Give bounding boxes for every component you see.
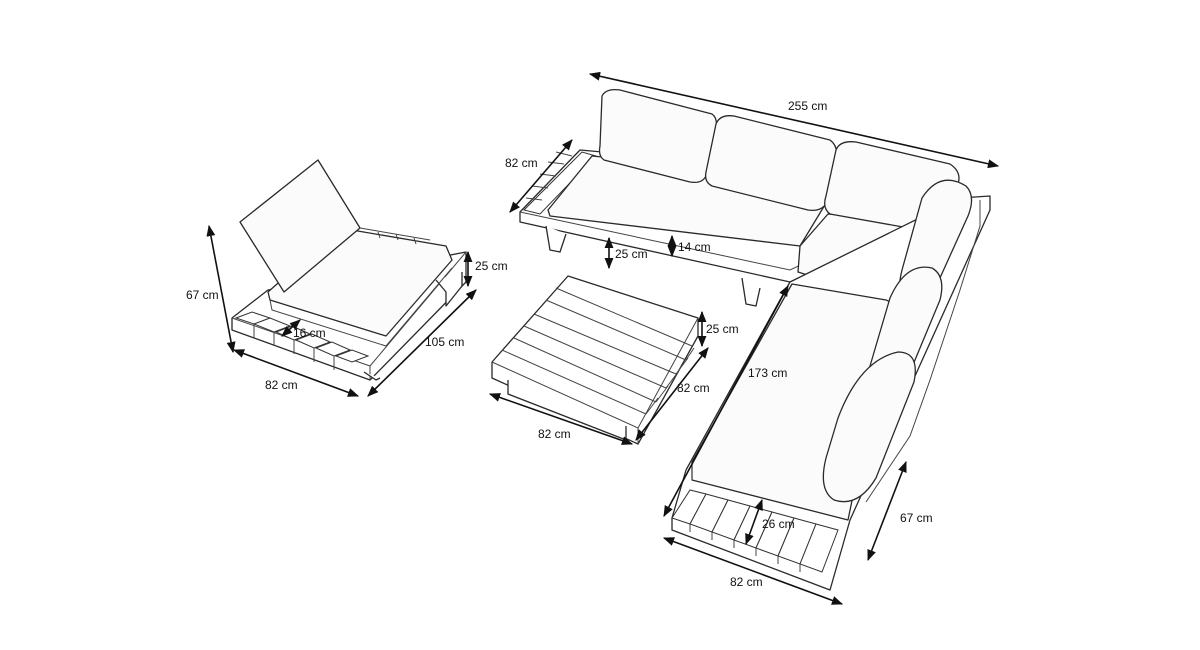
label-armchair-side: 16 cm <box>293 326 326 340</box>
label-chaise-shelf: 26 cm <box>762 517 795 531</box>
label-armchair-height: 67 cm <box>186 288 219 302</box>
label-armchair-depth: 105 cm <box>425 335 464 349</box>
dim-chaise-width <box>662 537 844 605</box>
label-chaise-height: 67 cm <box>900 511 933 525</box>
label-chaise-length: 173 cm <box>748 366 787 380</box>
dim-sofa-depth <box>509 139 573 213</box>
dim-armchair-height <box>206 224 236 354</box>
label-table-depth: 82 cm <box>677 381 710 395</box>
label-sofa-seat-height: 25 cm <box>615 247 648 261</box>
label-sofa-depth: 82 cm <box>505 156 538 170</box>
label-sofa-cushion: 14 cm <box>678 240 711 254</box>
dim-armchair-width <box>232 349 360 397</box>
dim-table-width <box>488 393 634 445</box>
coffee-table <box>491 275 699 445</box>
dim-chaise-shelf <box>745 498 763 546</box>
dim-chaise-height <box>867 460 907 562</box>
label-table-width: 82 cm <box>538 427 571 441</box>
dimension-lines <box>206 71 1000 605</box>
dimension-labels: 67 cm 25 cm 105 cm 82 cm 16 cm 255 cm 82… <box>186 99 933 589</box>
dim-chaise-length <box>663 285 789 517</box>
label-sofa-length: 255 cm <box>788 99 827 113</box>
dim-armchair-depth <box>367 289 477 397</box>
label-armchair-width: 82 cm <box>265 378 298 392</box>
label-chaise-width: 82 cm <box>730 575 763 589</box>
dim-armchair-side <box>281 319 301 337</box>
label-table-height: 25 cm <box>706 322 739 336</box>
label-armchair-seat-height: 25 cm <box>475 259 508 273</box>
dim-sofa-length <box>588 71 1000 169</box>
